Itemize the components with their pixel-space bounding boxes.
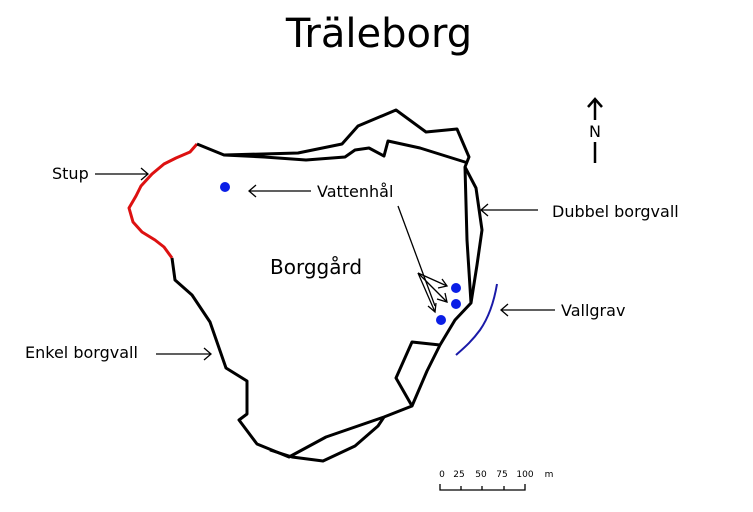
- gate-passage: [394, 340, 441, 407]
- map-title: Träleborg: [285, 11, 472, 57]
- scale-bar: 0 25 50 75 100 m: [439, 470, 554, 491]
- rampart-double-outer: [463, 166, 484, 304]
- north-label: N: [589, 122, 601, 141]
- arrow-enkel-borgvall: [156, 347, 212, 361]
- label-stup: Stup: [52, 164, 89, 183]
- scale-tick-label: 50: [475, 470, 487, 480]
- cliff-edge: [127, 143, 199, 259]
- water-hole: [436, 315, 446, 325]
- scale-unit: m: [545, 470, 554, 480]
- label-enkel-borgvall: Enkel borgvall: [25, 343, 138, 362]
- label-dubbel-borgvall: Dubbel borgvall: [552, 202, 679, 221]
- scale-tick-label: 75: [496, 470, 507, 480]
- water-hole: [451, 299, 461, 309]
- scale-tick-label: 0: [439, 470, 445, 480]
- scale-tick-label: 25: [453, 470, 464, 480]
- arrow-vattenhal-west: [248, 184, 311, 198]
- label-vallgrav: Vallgrav: [561, 301, 625, 320]
- arrows-vattenhal-east: [397, 205, 449, 314]
- rampart-north-inner: [223, 139, 469, 165]
- arrow-vallgrav: [500, 303, 555, 317]
- label-vattenhal: Vattenhål: [317, 182, 393, 201]
- north-arrow: N: [587, 97, 603, 163]
- arrow-dubbel-borgvall: [480, 203, 538, 217]
- water-hole: [220, 182, 230, 192]
- label-borggard: Borggård: [270, 255, 362, 279]
- scale-tick-label: 100: [516, 470, 533, 480]
- moat-line: [455, 283, 498, 356]
- rampart-single: [170, 108, 473, 459]
- arrow-stup: [95, 167, 149, 181]
- water-hole: [451, 283, 461, 293]
- rampart-south-outer: [269, 416, 386, 463]
